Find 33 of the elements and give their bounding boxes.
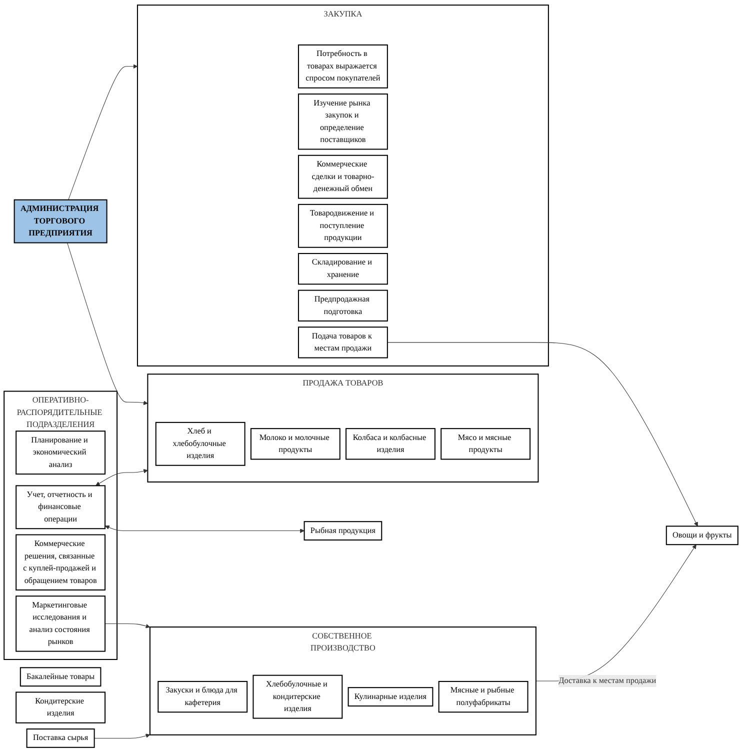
node-box: АДМИНИСТРАЦИЯ ТОРГОВОГО ПРЕДПРИЯТИЯ <box>14 199 108 244</box>
node-box: Молоко и молочные продукты <box>250 428 340 460</box>
node-box: Рыбная продукция <box>304 520 382 540</box>
arrow <box>387 342 698 526</box>
node-box: Колбаса и колбасные изделия <box>346 428 436 460</box>
arrow <box>67 242 148 405</box>
node-box: Подача товаров к местам продажи <box>298 326 388 358</box>
node-box: Коммерческие сделки и товарно-денежный обмен <box>298 154 388 199</box>
arrow <box>68 64 138 200</box>
node-box: Кондитерские изделия <box>16 691 106 724</box>
node-box: Коммерческие решения, связанные с куплей-продажей и обращением товаров <box>16 534 106 590</box>
node-box: Маркетинговые исследования и анализ состояния рынков <box>16 595 106 652</box>
node-box: Предпродажная подготовка <box>298 290 388 322</box>
arrow <box>104 623 150 628</box>
node-box: Мясо и мясные продукты <box>440 428 531 460</box>
node-box: Закуски и блюда для кафетерия <box>158 680 248 712</box>
node-box: Хлеб и хлебобулочные изделия <box>155 422 246 466</box>
node-box: Планирование и экономический анализ <box>16 430 106 474</box>
node-box: Поставка сырья <box>26 728 95 748</box>
arrow <box>94 733 150 738</box>
node-box: Бакалейные товары <box>20 666 102 686</box>
node-box: Складирование и хранение <box>298 252 388 284</box>
node-box: Потребность в товарах выражается спросом покупателей <box>298 44 388 88</box>
node-box: Товародвижение и поступление продукции <box>298 204 388 248</box>
node-box: Овощи и фрукты <box>666 525 738 545</box>
node-box: Мясные и рыбные полуфабрикаты <box>438 680 528 712</box>
node-box: Учет, отчетность и финансовые операции <box>16 484 106 529</box>
node-box: Изучение рынка закупок и определение поставщиков <box>298 93 388 150</box>
node-box: Хлебобулочные и кондитерские изделия <box>252 674 343 719</box>
edge-label: Доставка к местам продажи <box>558 676 656 685</box>
node-box: Кулинарные изделия <box>348 686 434 706</box>
arrow <box>96 468 148 486</box>
arrow <box>105 525 304 533</box>
